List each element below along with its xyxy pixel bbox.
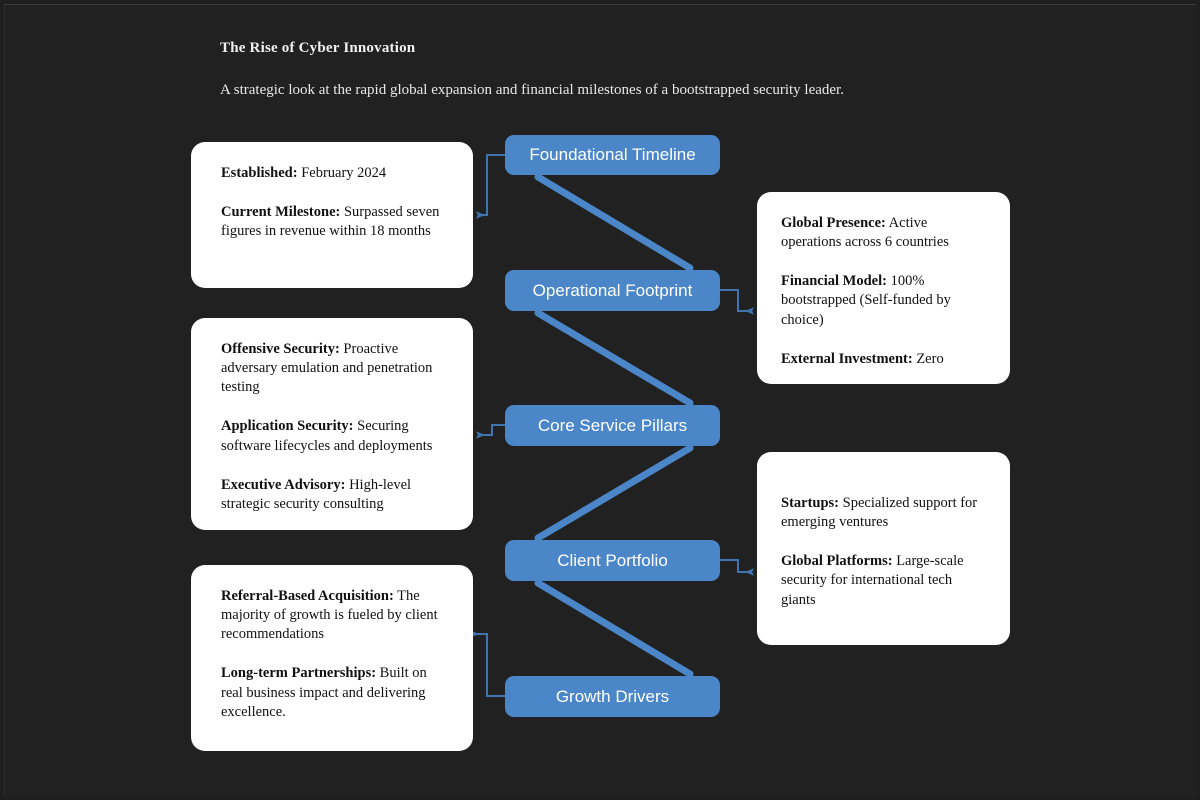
card-operational-footprint-details: Global Presence: Active operations acros… [757,192,1010,384]
node-client-portfolio[interactable]: Client Portfolio [505,540,720,581]
card-entry-text: Surpassed seven figures in revenue withi… [221,204,440,240]
card-entry-text: February 2024 [297,165,387,181]
card-entry-label: Application Security: [221,418,354,435]
card-entry-text: Securing software lifecycles and deploym… [221,418,433,454]
node-label: Growth Drivers [555,686,670,706]
node-foundational-timeline[interactable]: Foundational Timeline [505,135,720,175]
card-entry-label: Offensive Security: [221,341,340,357]
card-entry-label: Financial Model: [781,273,887,290]
card-entry: Referral-Based Acquisition: The majority… [221,587,447,644]
card-entry-text: The majority of growth is fueled by clie… [221,588,438,643]
card-entry-text: Specialized support for emerging venture… [781,495,978,531]
card-entry-text: Large-scale security for international t… [781,553,964,608]
card-entry-text: Zero [912,350,944,367]
card-entry: Long-term Partnerships: Built on real bu… [221,664,447,721]
card-core-service-pillars-details: Offensive Security: Proactive adversary … [191,318,473,530]
card-entry: Financial Model: 100% bootstrapped (Self… [781,272,984,329]
node-label: Core Service Pillars [537,415,688,435]
node-label: Foundational Timeline [529,145,696,164]
card-client-portfolio-details: Startups: Specialized support for emergi… [757,452,1010,645]
card-entry: External Investment: Zero [781,350,984,369]
card-entry-text: Built on real business impact and delive… [221,665,427,720]
card-entry-label: Long-term Partnerships: [221,665,377,682]
card-entry-label: External Investment: [781,350,913,367]
card-entry-label: Global Platforms: [781,553,893,570]
card-entry-label: Startups: [781,495,840,511]
card-entry: Global Presence: Active operations acros… [781,214,984,252]
card-entry: Startups: Specialized support for emergi… [781,494,984,532]
card-entry-text: High-level strategic security consulting [221,476,412,512]
card-entry: Executive Advisory: High-level strategic… [221,476,447,514]
card-entry-label: Global Presence: [781,215,886,231]
card-entry-text: Proactive adversary emulation and penetr… [221,341,433,396]
card-entry: Global Platforms: Large-scale security f… [781,552,984,609]
card-entry-text: 100% bootstrapped (Self-funded by choice… [781,273,951,328]
page-subtitle: A strategic look at the rapid global exp… [220,82,844,98]
card-entry: Current Milestone: Surpassed seven figur… [221,203,447,241]
card-entry: Application Security: Securing software … [221,417,447,455]
node-operational-footprint[interactable]: Operational Footprint [505,270,720,311]
node-label: Operational Footprint [532,280,693,300]
card-foundational-timeline-details: Established: February 2024 Current Miles… [191,142,473,288]
page-title: The Rise of Cyber Innovation [220,40,416,56]
card-entry-text: Active operations across 6 countries [781,215,949,251]
node-label: Client Portfolio [557,550,668,570]
node-growth-drivers[interactable]: Growth Drivers [505,676,720,717]
card-entry: Offensive Security: Proactive adversary … [221,340,447,397]
card-entry-label: Executive Advisory: [221,476,346,493]
node-core-service-pillars[interactable]: Core Service Pillars [505,405,720,446]
card-growth-drivers-details: Referral-Based Acquisition: The majority… [191,565,473,751]
card-entry-label: Referral-Based Acquisition: [221,588,394,604]
card-entry: Established: February 2024 [221,164,447,183]
card-entry-label: Current Milestone: [221,204,341,221]
card-entry-label: Established: [221,165,298,181]
